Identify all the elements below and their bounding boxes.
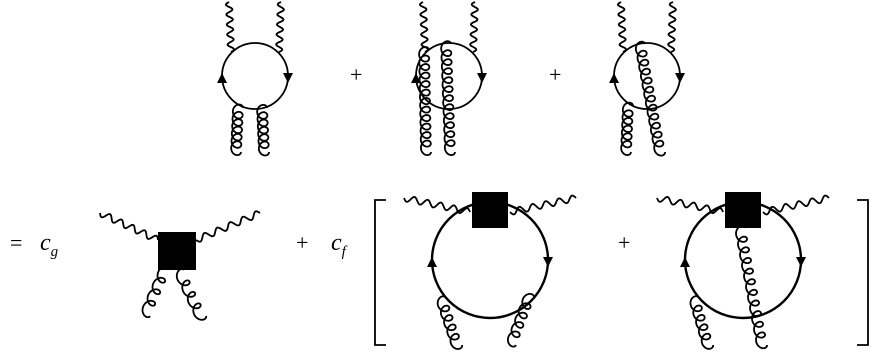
left-bracket [374, 199, 386, 346]
photon-line [762, 194, 830, 216]
bracket-diagram-2 [656, 192, 830, 350]
photon-line [469, 1, 479, 53]
arrow-down-icon [675, 73, 685, 83]
bracket-diagram-1 [403, 192, 577, 350]
photon-line [667, 1, 677, 53]
gluon-line [141, 265, 172, 319]
effective-vertex-diagram [99, 210, 261, 321]
arrow-down-icon [477, 73, 487, 83]
arrow-down-icon [543, 257, 553, 267]
row1-diagram-2 [411, 1, 487, 157]
gluon-line [735, 225, 768, 350]
arrow-up-icon [427, 257, 437, 267]
fermion-loop [415, 42, 483, 110]
equals-sign: = [10, 230, 22, 255]
arrow-down-icon [796, 257, 806, 267]
gluon-line [256, 103, 270, 157]
photon-line [509, 194, 577, 216]
gluon-line [230, 103, 244, 157]
plus-sign: + [618, 230, 630, 255]
gluon-line [689, 295, 714, 350]
row1-diagram-1 [217, 1, 293, 157]
effective-vertex-square [725, 192, 761, 228]
effective-vertex-square [158, 232, 196, 270]
plus-sign: + [549, 62, 561, 87]
coefficient-cg: cg [40, 230, 59, 260]
arrow-up-icon [680, 257, 690, 267]
arrow-up-icon [217, 73, 227, 83]
arrow-up-icon [609, 73, 619, 83]
right-bracket [857, 199, 869, 346]
arrow-up-icon [411, 73, 421, 83]
photon-line [403, 196, 471, 214]
effective-vertex-square [472, 192, 508, 228]
gluon-line [620, 101, 634, 156]
gluon-line [175, 267, 208, 321]
photon-line [224, 1, 236, 53]
plus-sign: + [296, 230, 308, 255]
gluon-line [436, 295, 464, 350]
gluon-line [440, 40, 456, 156]
gluon-line [418, 46, 432, 157]
coefficient-cf: cf [331, 230, 348, 260]
photon-line [616, 1, 628, 53]
photon-line [275, 1, 285, 53]
photon-line [195, 210, 261, 243]
fermion-loop [221, 42, 289, 110]
photon-line [99, 212, 159, 241]
photon-line [418, 1, 430, 53]
arrow-down-icon [283, 73, 293, 83]
gluon-line [506, 292, 536, 348]
photon-line [656, 196, 724, 214]
plus-sign: + [350, 62, 362, 87]
gluon-line [634, 40, 666, 157]
row1-diagram-3 [609, 1, 685, 157]
